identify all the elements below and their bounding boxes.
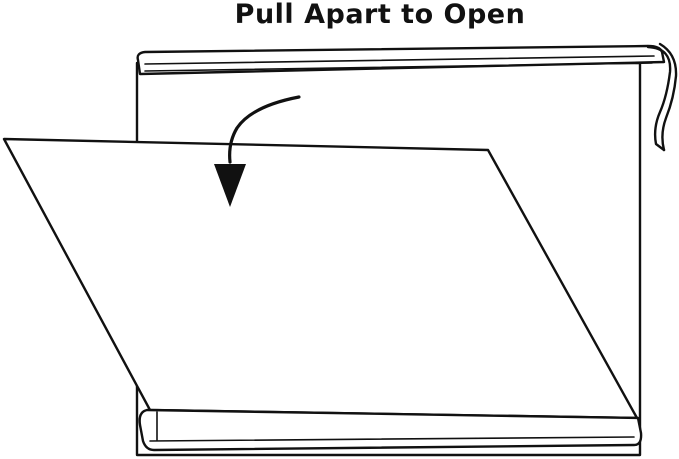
curved-down-arrow-icon xyxy=(214,95,301,207)
hook-curl xyxy=(646,42,678,152)
instruction-title: Pull Apart to Open xyxy=(234,0,526,30)
bottom-rail xyxy=(138,408,643,452)
